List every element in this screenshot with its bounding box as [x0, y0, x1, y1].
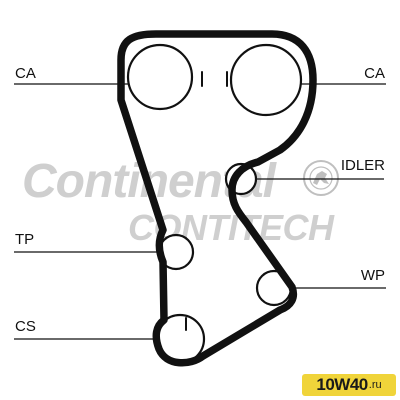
timing-belt	[117, 30, 317, 367]
labels: CA CA IDLER TP WP CS	[15, 65, 385, 335]
watermark: Continental CONTITECH	[22, 155, 339, 248]
site-logo-tld: .ru	[368, 379, 382, 391]
cam-pulley-left	[126, 43, 194, 111]
site-logo-name: 10W40	[316, 375, 368, 394]
label-tensioner: TP	[15, 231, 34, 248]
label-water-pump: WP	[361, 267, 385, 284]
label-idler: IDLER	[341, 157, 385, 174]
label-crankshaft: CS	[15, 318, 36, 335]
watermark-seal-icon	[303, 160, 339, 196]
label-cam-right: CA	[364, 65, 385, 82]
timing-marks	[185, 71, 228, 331]
label-cam-left: CA	[15, 65, 36, 82]
cam-pulley-right	[229, 43, 303, 117]
site-logo-badge: 10W40 .ru	[302, 374, 396, 396]
